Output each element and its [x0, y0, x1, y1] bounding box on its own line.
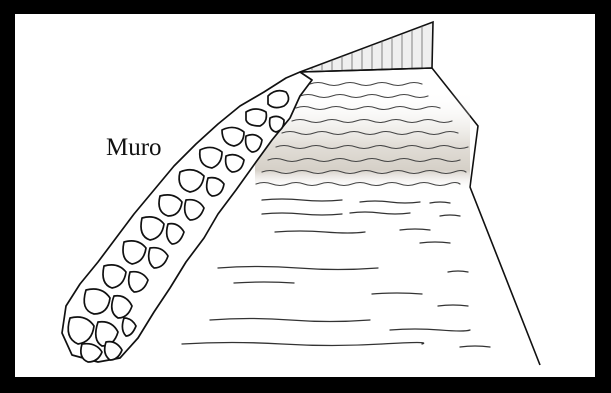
top-wedge	[300, 22, 433, 72]
slope-lines	[182, 199, 490, 347]
wall-label: Muro	[106, 135, 162, 160]
